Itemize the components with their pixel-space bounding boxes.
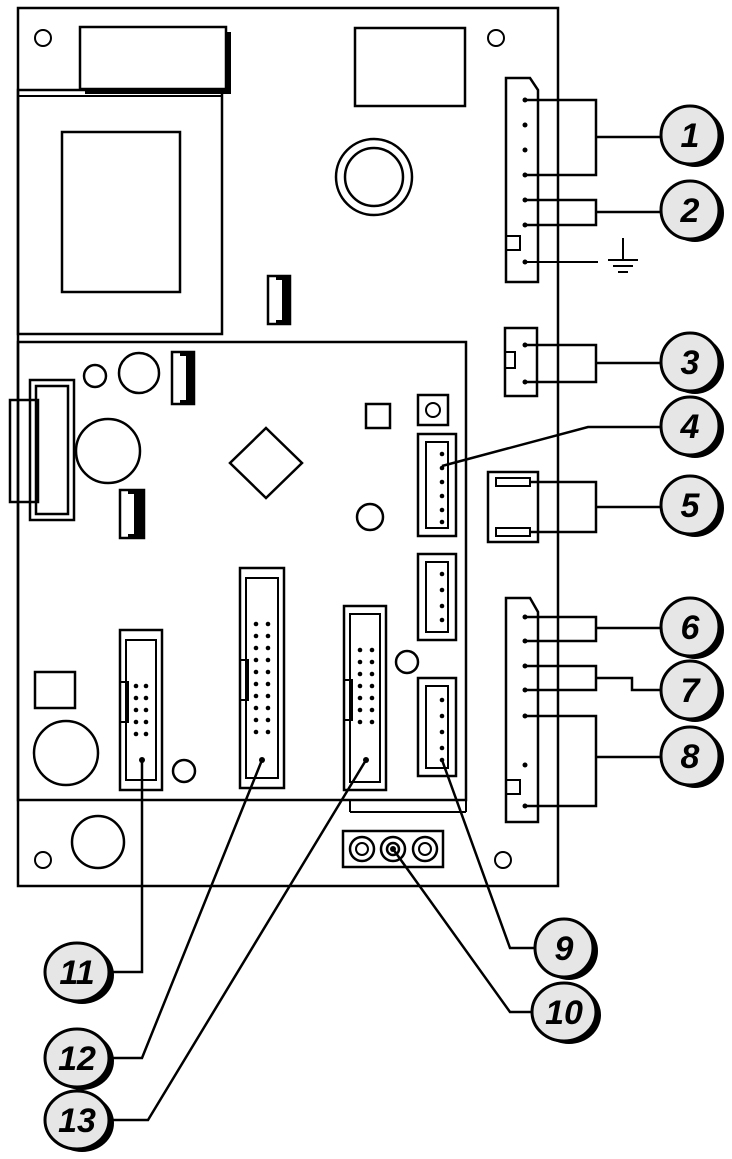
relay-block bbox=[78, 25, 228, 91]
callout-5: 5 bbox=[659, 474, 724, 537]
control-board bbox=[8, 340, 468, 802]
callout-8-label: 8 bbox=[681, 738, 700, 776]
callout-12: 12 bbox=[43, 1027, 114, 1090]
leader-lines bbox=[108, 98, 662, 1122]
transformer-core bbox=[60, 130, 182, 294]
callout-11: 11 bbox=[43, 941, 114, 1004]
connector-6-7-8 bbox=[504, 596, 540, 824]
connector-3 bbox=[503, 326, 539, 398]
connector-aux bbox=[416, 552, 458, 642]
callout-6-label: 6 bbox=[681, 609, 701, 647]
callout-9-label: 9 bbox=[555, 930, 574, 968]
callout-12-label: 12 bbox=[58, 1040, 96, 1078]
callout-4-label: 4 bbox=[680, 408, 700, 446]
connector-4 bbox=[416, 432, 458, 538]
callout-3-label: 3 bbox=[681, 344, 700, 382]
mount-hole bbox=[494, 851, 512, 869]
component-block bbox=[353, 26, 467, 108]
callout-7-label: 7 bbox=[681, 672, 702, 710]
callout-1: 1 bbox=[659, 104, 724, 167]
mount-hole bbox=[487, 29, 505, 47]
callout-10-label: 10 bbox=[545, 994, 583, 1032]
callout-6: 6 bbox=[659, 596, 724, 659]
callout-11-label: 11 bbox=[59, 954, 94, 992]
main-board bbox=[16, 6, 560, 888]
microcontroller-chip bbox=[228, 426, 304, 500]
callout-4: 4 bbox=[659, 395, 724, 458]
callout-13-label: 13 bbox=[58, 1102, 96, 1140]
callout-13: 13 bbox=[43, 1089, 114, 1152]
connector-5 bbox=[486, 470, 540, 544]
capacitor bbox=[74, 417, 142, 485]
transformer bbox=[16, 88, 224, 336]
callout-5-label: 5 bbox=[681, 487, 701, 525]
callout-7: 7 bbox=[659, 659, 724, 722]
callout-3: 3 bbox=[659, 331, 724, 394]
connector-1-2 bbox=[504, 76, 540, 284]
callout-2-label: 2 bbox=[680, 192, 700, 230]
mount-hole bbox=[34, 29, 52, 47]
connector-10 bbox=[341, 829, 445, 869]
callout-10: 10 bbox=[530, 981, 601, 1044]
control-board-outline bbox=[16, 340, 468, 802]
ground-symbol-icon bbox=[525, 238, 638, 273]
callout-9: 9 bbox=[533, 917, 598, 980]
connector-9 bbox=[416, 676, 458, 778]
callout-1-label: 1 bbox=[681, 117, 700, 155]
mount-hole bbox=[34, 851, 52, 869]
callout-8: 8 bbox=[659, 725, 724, 788]
callout-2: 2 bbox=[659, 179, 724, 242]
side-connector bbox=[8, 398, 40, 504]
buzzer bbox=[334, 137, 414, 217]
